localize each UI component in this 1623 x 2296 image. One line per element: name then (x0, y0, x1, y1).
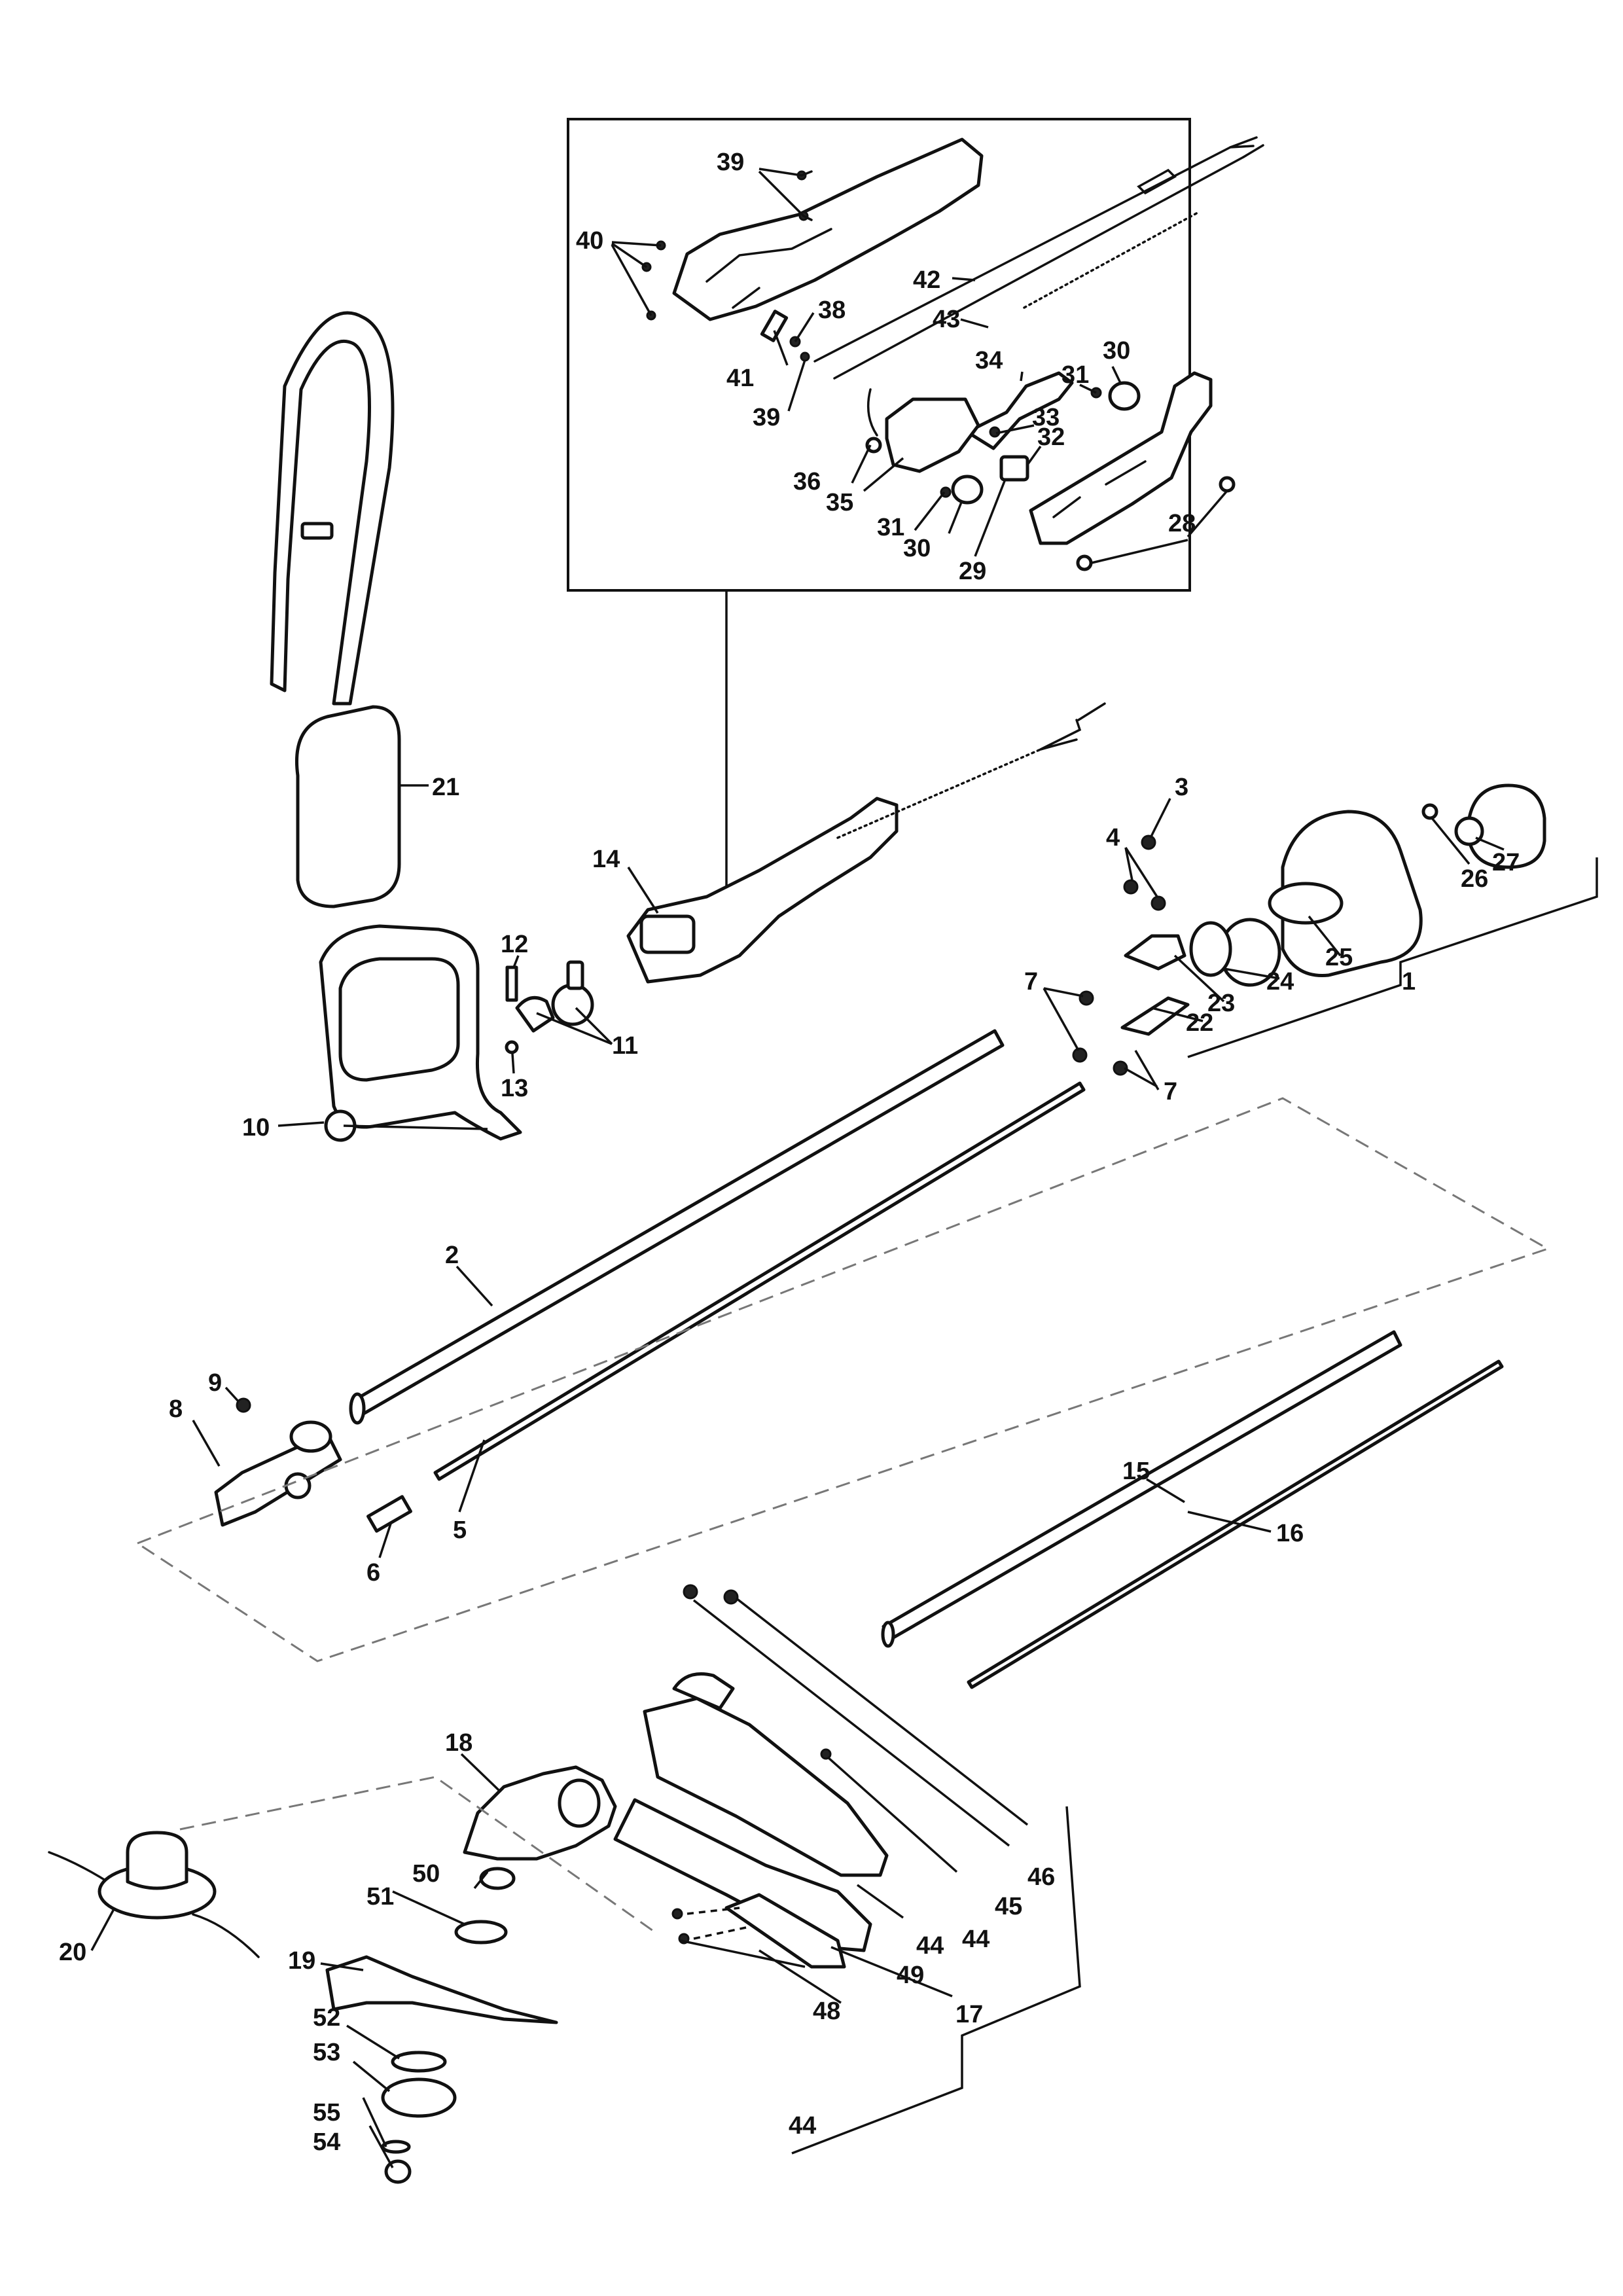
part-label: 32 (1037, 423, 1065, 451)
part-label: 6 (366, 1559, 380, 1587)
part-label: 43 (933, 306, 960, 333)
part-label: 49 (897, 1962, 924, 1989)
part-label: 46 (1027, 1863, 1055, 1891)
cable-icon (813, 136, 1264, 380)
part-label: 17 (955, 2001, 983, 2028)
part-label: 31 (877, 514, 904, 541)
part-label: 11 (612, 1032, 638, 1060)
part-label: 45 (995, 1893, 1022, 1920)
part-label: 15 (1122, 1458, 1150, 1485)
trigger-icon (760, 310, 789, 342)
part-label: 5 (453, 1516, 467, 1544)
group-bracket-17 (791, 1806, 1081, 2155)
spring-icon (1023, 211, 1199, 309)
part-label: 18 (445, 1729, 473, 1757)
screw-icon (505, 965, 518, 1002)
part-label: 12 (501, 931, 528, 958)
leader-lines (90, 168, 1505, 2168)
bracket-icon (1124, 934, 1186, 971)
part-label: 21 (432, 774, 459, 801)
part-label: 8 (169, 1395, 183, 1423)
part-label: 29 (959, 558, 986, 585)
part-label: 48 (813, 1998, 840, 2025)
motor-housing-icon (1268, 783, 1546, 977)
coupling-icon (366, 1495, 412, 1533)
part-label: 24 (1266, 968, 1294, 996)
part-label: 53 (313, 2039, 340, 2066)
part-label: 35 (826, 489, 853, 516)
part-label: 25 (1325, 944, 1353, 971)
detail-inset-frame (567, 118, 1191, 592)
part-label: 23 (1207, 990, 1235, 1017)
part-label: 7 (1024, 968, 1038, 996)
part-label: 2 (445, 1242, 459, 1269)
nut-icon (381, 2140, 411, 2154)
part-label: 39 (717, 149, 744, 176)
part-label: 33 (1032, 404, 1060, 431)
part-label: 44 (916, 1932, 944, 1960)
screw-icon (1072, 834, 1166, 1076)
drive-shaft-tube-icon (349, 1029, 1005, 1425)
drive-shaft-icon (433, 1081, 1086, 1481)
part-label: 52 (313, 2004, 340, 2032)
part-label: 31 (1061, 361, 1089, 389)
part-label: 7 (1164, 1078, 1177, 1105)
part-label: 1 (1402, 968, 1416, 996)
part-label: 44 (962, 1926, 990, 1953)
part-number-labels: 1 2 3 4 5 6 7 7 7 8 9 10 11 12 13 14 15 … (59, 149, 1520, 2156)
part-label: 13 (501, 1075, 528, 1102)
part-label: 14 (592, 846, 620, 873)
part-label: 3 (1175, 774, 1188, 801)
extension-tube-icon (882, 1330, 1402, 1641)
switch-icon (999, 455, 1029, 482)
part-label: 38 (818, 296, 846, 324)
trimmer-head-icon (48, 1831, 260, 1958)
part-label: 51 (366, 1883, 394, 1910)
clamp-ring-icon (1108, 381, 1141, 411)
part-label: 22 (1186, 1009, 1213, 1037)
part-label: 44 (789, 2112, 816, 2140)
screw-icon (236, 1397, 251, 1413)
part-label: 34 (975, 347, 1003, 374)
part-label: 50 (412, 1860, 440, 1888)
guard-icon (613, 1672, 889, 1969)
washer-icon (454, 1920, 508, 1945)
part-label: 55 (313, 2099, 340, 2126)
part-label: 42 (913, 266, 940, 294)
part-label: 30 (903, 535, 931, 562)
gear-head-icon (463, 1765, 617, 1890)
throttle-handle-icon (626, 702, 1106, 984)
part-label: 4 (1106, 824, 1120, 852)
part-label: 54 (313, 2128, 340, 2156)
part-label: 27 (1492, 849, 1520, 876)
handle-clamp-icon (515, 996, 555, 1033)
lever-housing-icon (885, 397, 980, 473)
part-label: 39 (753, 404, 780, 431)
loop-handle-icon (319, 924, 522, 1142)
part-label: 26 (1461, 865, 1488, 893)
blade-icon (325, 1955, 558, 2024)
part-label: 30 (1103, 337, 1130, 365)
nut-icon (505, 1040, 519, 1054)
part-label: 19 (288, 1947, 315, 1975)
shaft-set-boundary (135, 1097, 1550, 1662)
shaft-bracket-icon (214, 1420, 342, 1527)
handle-half-icon (672, 137, 984, 321)
part-label: 36 (793, 468, 821, 495)
part-label: 16 (1276, 1520, 1304, 1547)
washer-icon (391, 2051, 447, 2073)
extension-shaft-icon (967, 1359, 1504, 1689)
group-bracket-1 (1187, 857, 1598, 1058)
part-label: 20 (59, 1939, 86, 1966)
part-label: 40 (576, 227, 603, 255)
part-label: 10 (242, 1114, 270, 1141)
part-label: 41 (726, 365, 754, 392)
part-label: 28 (1168, 510, 1196, 537)
part-label: 9 (208, 1369, 222, 1397)
shoulder-strap-icon (270, 311, 401, 908)
